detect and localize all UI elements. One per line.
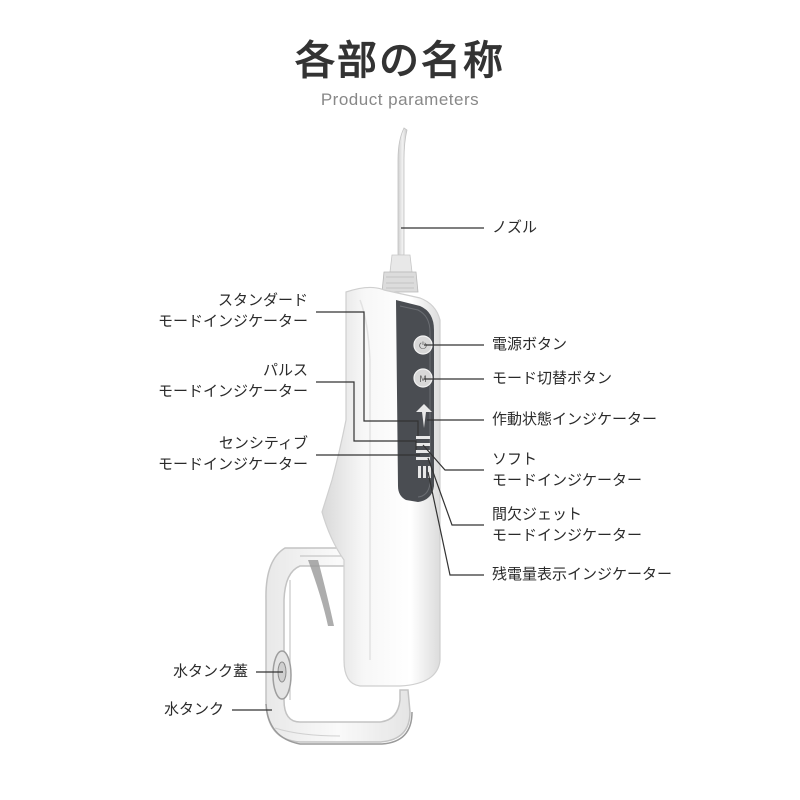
label-sensitive-line2: モードインジケーター	[157, 455, 308, 473]
label-standard-mode: スタンダード モードインジケーター	[158, 290, 308, 332]
leader-standard	[316, 311, 419, 436]
label-soft-line2: モードインジケーター	[492, 471, 643, 489]
leader-battery	[427, 471, 484, 576]
label-sensitive-mode: センシティブ モードインジケーター	[158, 433, 308, 475]
leader-lines	[232, 227, 484, 711]
leader-pulse	[316, 381, 417, 450]
label-pulse-line2: モードインジケーター	[157, 382, 308, 400]
label-battery-indicator: 残電量表示インジケーター	[492, 565, 673, 583]
label-standard-line1: スタンダード	[217, 291, 308, 309]
mode-icon: M	[419, 375, 427, 385]
water-tank	[265, 547, 413, 745]
label-soft-line1: ソフト	[492, 450, 538, 468]
power-icon: ⏻	[419, 341, 427, 352]
nozzle	[381, 127, 419, 293]
mode-indicators	[416, 436, 430, 460]
leader-pulse-jet	[427, 457, 484, 526]
label-status-indicator: 作動状態インジケーター	[492, 410, 658, 428]
label-sensitive-line1: センシティブ	[218, 434, 308, 452]
label-tank-lid: 水タンク蓋	[172, 662, 248, 680]
soft-mode-led	[416, 443, 430, 446]
label-mode-switch-button: モード切替ボタン	[492, 369, 613, 387]
leader-soft	[422, 444, 484, 471]
mode-switch-button[interactable]: M	[413, 368, 433, 388]
label-water-tank: 水タンク	[163, 700, 224, 718]
battery-indicator	[418, 466, 431, 478]
pulse-jet-mode-led	[416, 457, 430, 460]
label-power-button: 電源ボタン	[492, 335, 568, 353]
label-nozzle: ノズル	[492, 218, 538, 236]
label-standard-line2: モードインジケーター	[157, 312, 308, 330]
label-pulse-jet-mode: 間欠ジェット モードインジケーター	[492, 504, 642, 546]
status-indicator	[416, 404, 432, 428]
label-pulse-jet-line1: 間欠ジェット	[492, 505, 583, 523]
label-pulse-jet-line2: モードインジケーター	[492, 526, 643, 544]
standard-mode-led	[416, 436, 430, 439]
page-subtitle: Product parameters	[320, 90, 480, 109]
pulse-mode-led	[416, 450, 430, 453]
label-soft-mode: ソフト モードインジケーター	[492, 449, 642, 491]
page-title: 各部の名称	[295, 38, 505, 84]
label-pulse-line1: パルス	[262, 361, 308, 379]
tank-lid	[272, 650, 292, 700]
label-pulse-mode: パルス モードインジケーター	[158, 360, 308, 402]
